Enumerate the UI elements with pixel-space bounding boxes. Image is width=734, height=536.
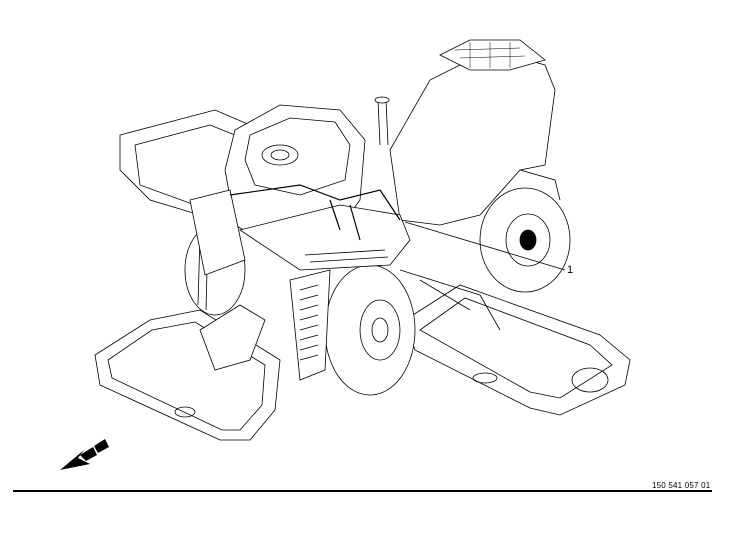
front-wheel-right (324, 264, 416, 396)
part-number: 150 541 057 01 (652, 481, 711, 490)
direction-arrow-icon (60, 439, 109, 470)
front-cutting-deck (94, 304, 281, 441)
left-cutting-deck (119, 109, 251, 216)
callout-leader-line (404, 221, 566, 271)
callout-label: 1 (567, 264, 574, 276)
rear-wheel (479, 169, 571, 293)
right-cutting-deck (404, 284, 631, 416)
chassis (189, 184, 501, 381)
footer-rule (13, 490, 712, 492)
tractor-body (374, 39, 556, 226)
